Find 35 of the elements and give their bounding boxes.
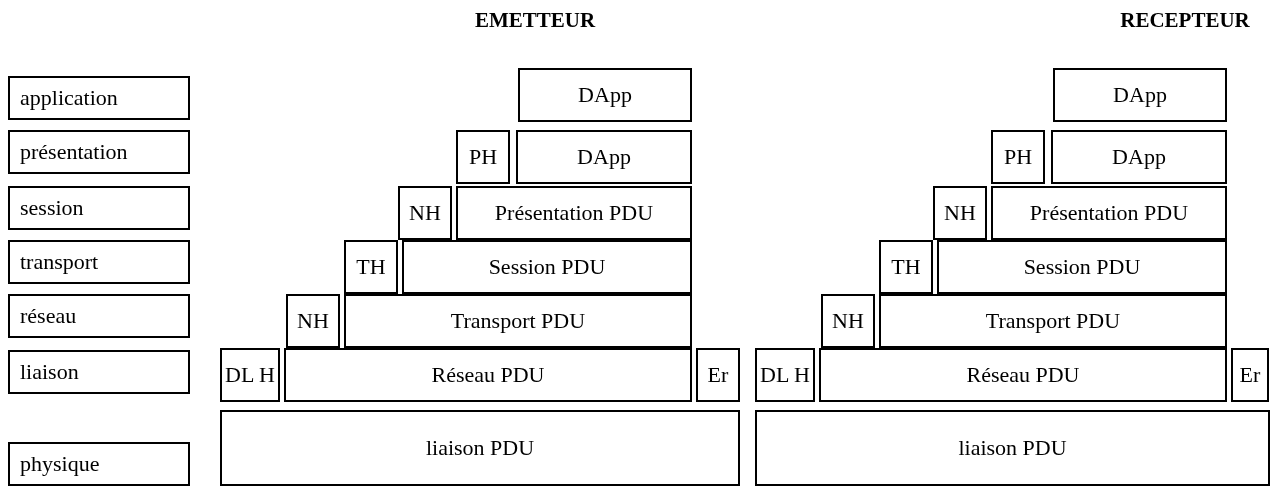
header-box: NH xyxy=(933,186,987,240)
layer-box: physique xyxy=(8,442,190,486)
data-box: DApp xyxy=(1053,68,1227,122)
pdu-box: liaison PDU xyxy=(220,410,740,486)
header-box: DL H xyxy=(755,348,815,402)
header-box: TH xyxy=(344,240,398,294)
layer-box: présentation xyxy=(8,130,190,174)
column-heading: RECEPTEUR xyxy=(1120,8,1250,33)
layer-box: transport xyxy=(8,240,190,284)
column-heading: EMETTEUR xyxy=(474,8,596,33)
header-box: TH xyxy=(879,240,933,294)
pdu-box: Présentation PDU xyxy=(991,186,1227,240)
header-box: NH xyxy=(821,294,875,348)
header-box: NH xyxy=(398,186,452,240)
data-box: DApp xyxy=(518,68,692,122)
header-box: PH xyxy=(456,130,510,184)
layer-box: liaison xyxy=(8,350,190,394)
pdu-box: Transport PDU xyxy=(879,294,1227,348)
header-box: PH xyxy=(991,130,1045,184)
pdu-box: Session PDU xyxy=(402,240,692,294)
layer-box: application xyxy=(8,76,190,120)
data-box: DApp xyxy=(1051,130,1227,184)
layer-box: réseau xyxy=(8,294,190,338)
layer-box: session xyxy=(8,186,190,230)
pdu-box: Réseau PDU xyxy=(819,348,1227,402)
pdu-box: liaison PDU xyxy=(755,410,1270,486)
pdu-box: Présentation PDU xyxy=(456,186,692,240)
pdu-box: Réseau PDU xyxy=(284,348,692,402)
trailer-box: Er xyxy=(696,348,740,402)
data-box: DApp xyxy=(516,130,692,184)
header-box: NH xyxy=(286,294,340,348)
pdu-box: Session PDU xyxy=(937,240,1227,294)
trailer-box: Er xyxy=(1231,348,1269,402)
header-box: DL H xyxy=(220,348,280,402)
pdu-box: Transport PDU xyxy=(344,294,692,348)
